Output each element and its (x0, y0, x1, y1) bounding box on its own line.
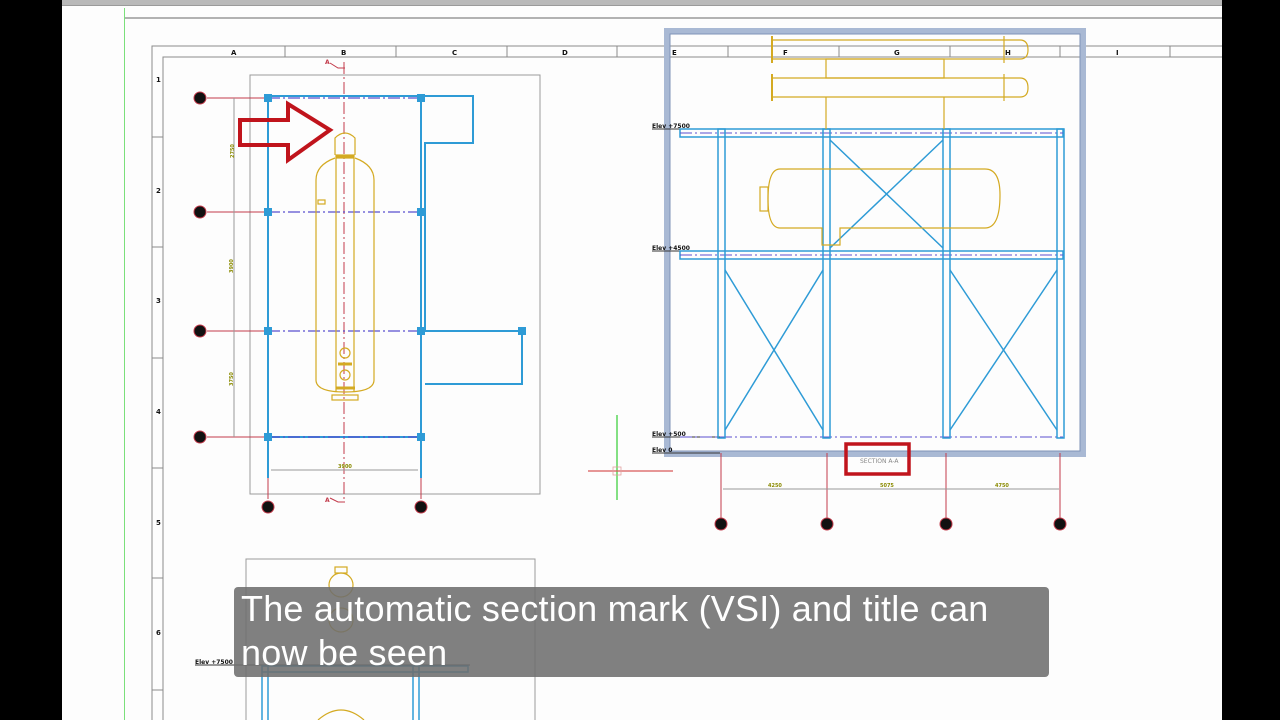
svg-text:3750: 3750 (229, 372, 235, 386)
sheet-border: A B C D E F G H I 1 2 3 4 5 6 (125, 17, 1222, 720)
plan-view[interactable]: A A 2750 3900 3750 3900 (193, 59, 541, 514)
svg-text:2: 2 (156, 187, 161, 195)
svg-text:3900: 3900 (338, 464, 352, 470)
svg-text:5075: 5075 (880, 483, 894, 489)
svg-text:6: 6 (156, 629, 161, 637)
svg-text:C: C (452, 49, 457, 57)
svg-text:A: A (325, 59, 330, 66)
svg-text:4250: 4250 (768, 483, 782, 489)
elev-label: Elev +7500 (652, 123, 690, 130)
svg-text:E: E (672, 49, 677, 57)
horizontal-vessel[interactable] (759, 168, 1001, 246)
tutorial-caption: The automatic section mark (VSI) and tit… (234, 587, 1049, 677)
section-title-highlight[interactable]: SECTION A-A (844, 442, 911, 476)
grid-bubbles-plan (193, 91, 428, 514)
caption-line-1: The automatic section mark (VSI) and tit… (241, 588, 989, 629)
svg-text:3: 3 (156, 297, 161, 305)
svg-text:Elev 0: Elev 0 (652, 447, 672, 454)
ucs-axis-line (124, 8, 125, 720)
svg-text:4750: 4750 (995, 483, 1009, 489)
svg-text:5: 5 (156, 519, 161, 527)
caption-line-2: now be seen (241, 632, 448, 673)
cursor-crosshair (588, 415, 673, 500)
svg-text:1: 1 (156, 76, 161, 84)
heat-exchangers[interactable] (771, 36, 1029, 129)
svg-text:4: 4 (156, 408, 161, 416)
svg-text:A: A (325, 497, 330, 504)
toolbar-edge (62, 0, 1222, 6)
svg-text:D: D (562, 49, 568, 57)
cad-viewport[interactable]: A B C D E F G H I 1 2 3 4 5 6 A A (62, 0, 1222, 720)
svg-text:Elev +4500: Elev +4500 (652, 245, 690, 252)
svg-text:SECTION A-A: SECTION A-A (860, 458, 899, 465)
callout-arrow (238, 100, 334, 164)
grid-bubbles-section (714, 517, 1067, 531)
col-label-a: A (231, 49, 237, 57)
svg-text:Elev +500: Elev +500 (652, 431, 686, 438)
svg-text:F: F (783, 49, 788, 57)
drawing-canvas[interactable]: A B C D E F G H I 1 2 3 4 5 6 A A (62, 0, 1222, 720)
svg-text:2750: 2750 (230, 144, 236, 158)
vertical-vessel[interactable] (315, 132, 375, 401)
section-view[interactable]: Elev +7500 Elev +4500 Elev +500 Elev 0 (652, 28, 1086, 531)
svg-text:I: I (1116, 49, 1119, 57)
svg-text:Elev +7500: Elev +7500 (195, 659, 233, 666)
svg-text:3900: 3900 (229, 259, 235, 273)
svg-text:H: H (1005, 49, 1011, 57)
svg-text:B: B (341, 49, 346, 57)
svg-text:G: G (894, 49, 900, 57)
